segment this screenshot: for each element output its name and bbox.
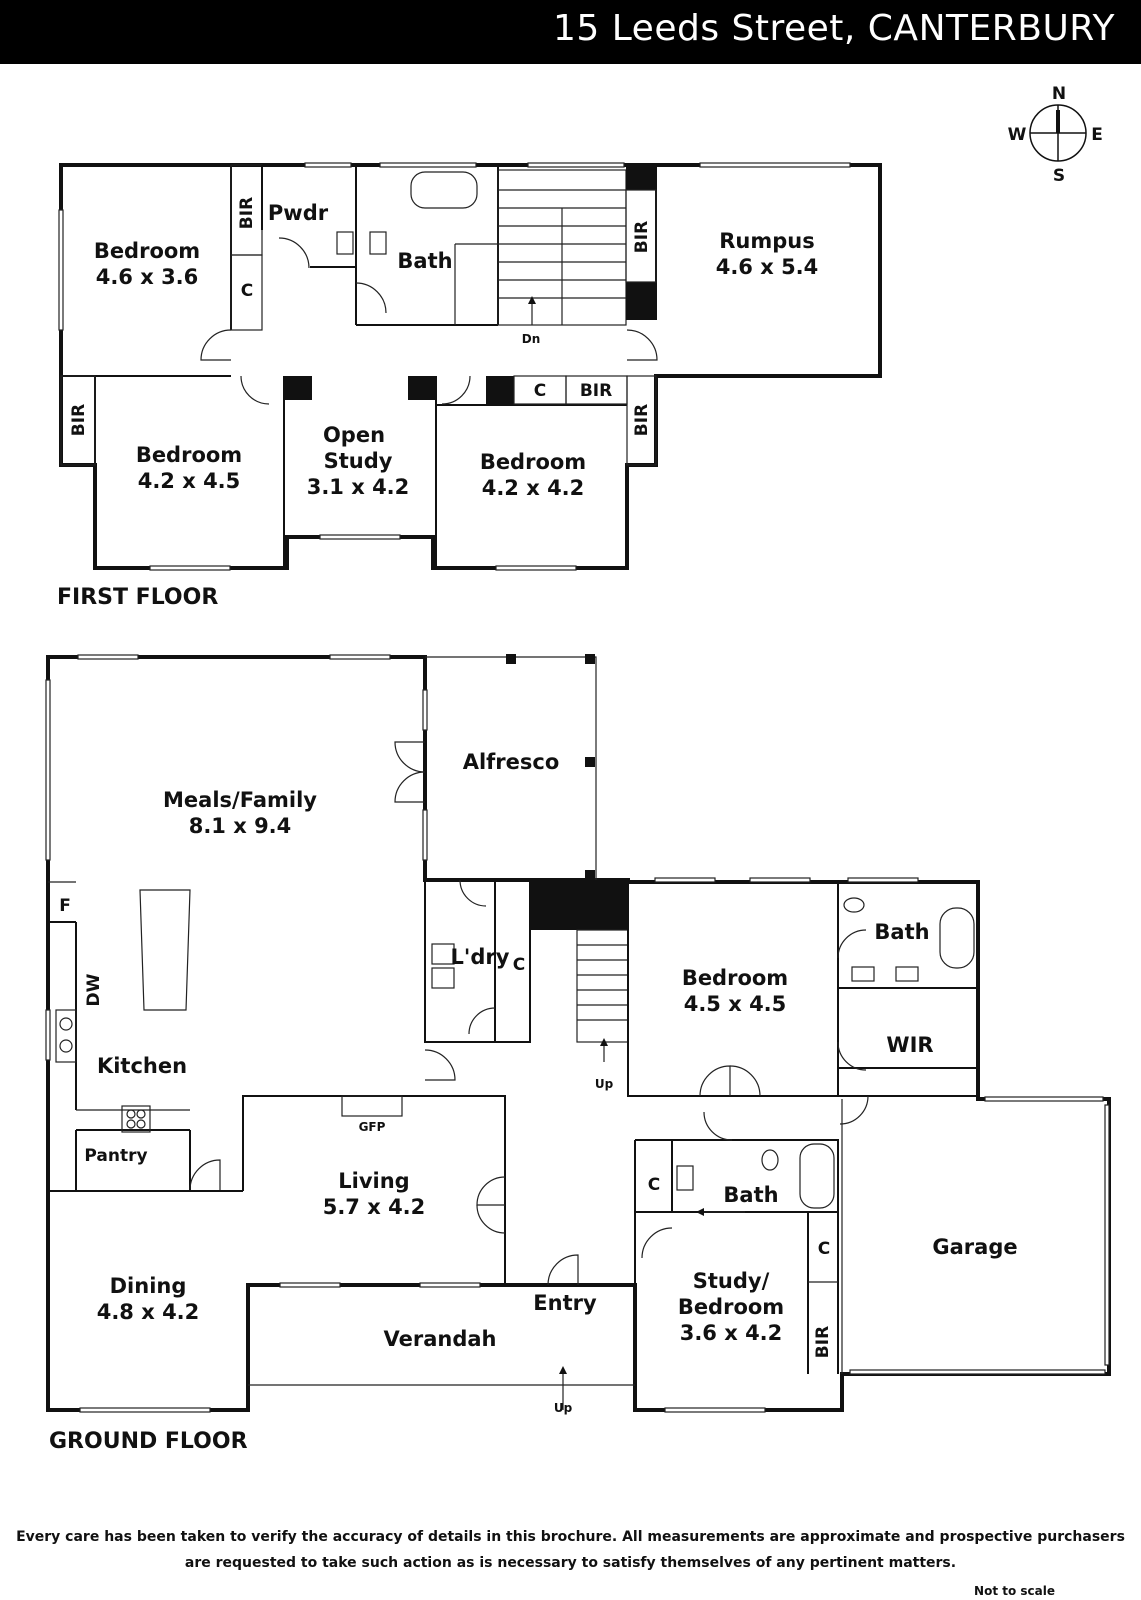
laundry-cupboard-label: C (513, 955, 525, 975)
room-name-entry: Entry (533, 1291, 597, 1315)
room-name-wir: WIR (886, 1033, 933, 1057)
room-name-laundry: L'dry (451, 945, 510, 969)
compass-east: E (1091, 125, 1103, 145)
ground-floor-heading: GROUND FLOOR (49, 1429, 248, 1454)
room-size-bedroom-1: 4.6 x 3.6 (96, 265, 199, 289)
disclaimer-line-1: Every care has been taken to verify the … (16, 1529, 1125, 1545)
first-floor-plan: Bedroom 4.6 x 3.6 Pwdr Bath Rumpus 4.6 x… (57, 162, 882, 610)
verandah-up-label: Up (554, 1401, 573, 1415)
gfp-label: GFP (359, 1120, 386, 1134)
compass-south: S (1053, 166, 1065, 186)
toilet-icon (761, 1149, 779, 1171)
bir-label-3: BIR (69, 404, 89, 436)
room-size-dining: 4.8 x 4.2 (97, 1300, 200, 1324)
bir-label-4: BIR (580, 381, 612, 401)
stairs-icon (576, 929, 629, 1062)
room-size-bedroom-main: 4.5 x 4.5 (684, 992, 787, 1016)
compass-icon: N S E W (1008, 84, 1103, 186)
room-size-rumpus: 4.6 x 5.4 (716, 255, 819, 279)
cupboard-label-1: C (241, 281, 253, 301)
room-name-study: Study (324, 449, 393, 473)
room-size-meals-family: 8.1 x 9.4 (189, 814, 292, 838)
room-name-study-bedroom: Bedroom (678, 1295, 784, 1319)
room-size-bedroom-3: 4.2 x 4.2 (482, 476, 585, 500)
room-size-living: 5.7 x 4.2 (323, 1195, 426, 1219)
room-name-bedroom-3: Bedroom (480, 450, 586, 474)
shower-icon (939, 907, 975, 969)
room-name-open: Open (323, 423, 385, 447)
header-bar: 15 Leeds Street, CANTERBURY (0, 0, 1141, 64)
room-name-garage: Garage (932, 1235, 1017, 1259)
room-name-ensuite-bath: Bath (874, 920, 929, 944)
bir-label-5: BIR (632, 404, 652, 436)
room-name-bedroom-2: Bedroom (136, 443, 242, 467)
stairs-up-label: Up (595, 1077, 614, 1091)
sink-icon (55, 1009, 77, 1063)
first-floor-heading: FIRST FLOOR (57, 585, 218, 610)
shower-icon (799, 1143, 835, 1209)
bath-cupboard-label: C (648, 1175, 660, 1195)
bir-label-1: BIR (237, 197, 257, 229)
cupboard-label-2: C (534, 381, 546, 401)
dishwasher-label: DW (84, 973, 104, 1006)
room-name-bedroom-main: Bedroom (682, 966, 788, 990)
stairs-down-label: Dn (522, 332, 541, 346)
bir-label-2: BIR (632, 221, 652, 253)
room-name-meals-family: Meals/Family (163, 788, 317, 812)
toilet-icon (843, 897, 865, 913)
cooktop-icon (121, 1105, 151, 1133)
compass-west: W (1008, 125, 1027, 145)
fridge-label: F (59, 896, 71, 916)
room-name-living: Living (338, 1169, 409, 1193)
stairs-icon (497, 169, 627, 326)
room-name-kitchen: Kitchen (97, 1054, 187, 1078)
room-name-bedroom-1: Bedroom (94, 239, 200, 263)
gas-fireplace (341, 1095, 403, 1117)
disclaimer-line-2: are requested to take such action as is … (184, 1555, 957, 1571)
room-name-bath-first: Bath (397, 249, 452, 273)
room-name-verandah: Verandah (384, 1327, 497, 1351)
kitchen-island (139, 889, 191, 1011)
compass-north: N (1052, 84, 1066, 104)
room-name-alfresco: Alfresco (463, 750, 560, 774)
room-name-pantry: Pantry (84, 1146, 147, 1166)
bir-cupboard (60, 375, 96, 466)
bathtub-icon (410, 171, 478, 209)
not-to-scale-note: Not to scale (974, 1584, 1055, 1598)
ground-floor-plan: Meals/Family 8.1 x 9.4 Alfresco Kitchen … (45, 654, 1111, 1454)
room-name-rumpus: Rumpus (719, 229, 814, 253)
room-name-dining: Dining (110, 1274, 187, 1298)
room-name-bath-ground: Bath (723, 1183, 778, 1207)
disclaimer: Every care has been taken to verify the … (0, 1524, 1141, 1576)
room-name-pwdr: Pwdr (268, 201, 329, 225)
room-size-study-bedroom: 3.6 x 4.2 (680, 1321, 783, 1345)
room-size-bedroom-2: 4.2 x 4.5 (138, 469, 241, 493)
property-address: 15 Leeds Street, CANTERBURY (553, 8, 1115, 49)
room-name-study: Study/ (693, 1269, 770, 1293)
room-size-open-study: 3.1 x 4.2 (307, 475, 410, 499)
study-cupboard-label: C (818, 1239, 830, 1259)
study-bir-label: BIR (813, 1326, 833, 1358)
